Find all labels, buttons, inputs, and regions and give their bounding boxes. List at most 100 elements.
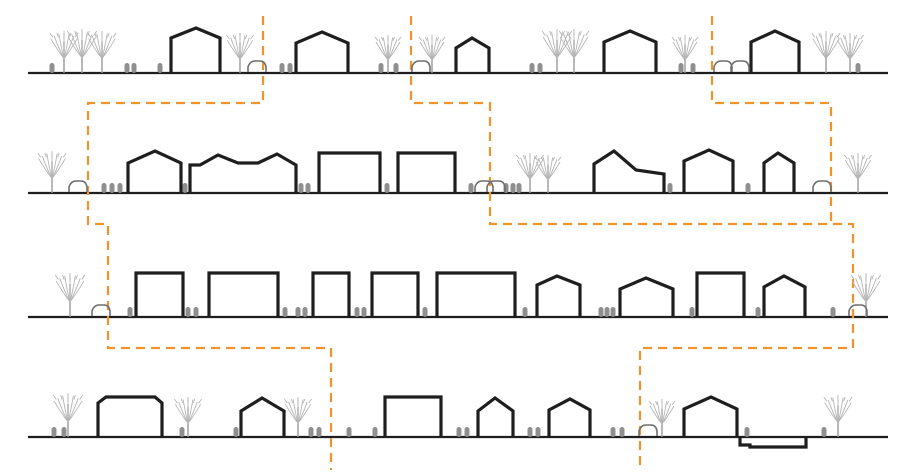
- building-profile: [383, 395, 443, 437]
- pedestrian-icon: [745, 183, 751, 193]
- building-profile: [476, 396, 515, 437]
- car-group: [68, 60, 868, 436]
- pedestrian-icon: [298, 183, 304, 193]
- pedestrian-icon: [61, 427, 67, 437]
- building-profile: [311, 271, 351, 317]
- car-icon: [411, 60, 431, 72]
- bare-tree-icon: [87, 31, 117, 73]
- building-profile: [454, 36, 491, 73]
- building-profile: [207, 271, 280, 317]
- pedestrian-icon: [535, 427, 541, 437]
- building-profile: [239, 396, 286, 437]
- pedestrian-icon: [354, 307, 360, 317]
- building-profile: [682, 395, 739, 437]
- pedestrian-icon: [305, 183, 311, 193]
- car-icon: [638, 424, 658, 436]
- bare-tree-icon: [671, 35, 699, 73]
- bare-tree-icon: [283, 397, 313, 437]
- pedestrian-icon: [124, 63, 130, 73]
- tree-group: [37, 29, 882, 437]
- boundary-line-group: [86, 16, 855, 470]
- pedestrian-icon: [393, 63, 399, 73]
- pedestrian-icon: [610, 427, 616, 437]
- building-profile: [396, 151, 457, 193]
- bare-tree-icon: [515, 153, 545, 193]
- pedestrian-icon: [689, 307, 695, 317]
- pedestrian-icon: [510, 183, 516, 193]
- car-icon: [91, 304, 111, 316]
- building-profile: [294, 30, 350, 73]
- building-profile: [762, 151, 796, 193]
- bare-tree-icon: [843, 153, 873, 193]
- pedestrian-icon: [233, 427, 239, 437]
- ground-lines: [28, 71, 888, 439]
- pedestrian-icon: [516, 183, 522, 193]
- pedestrian-icon: [537, 63, 543, 73]
- pedestrian-icon: [302, 307, 308, 317]
- bare-tree-icon: [174, 397, 202, 437]
- car-icon: [812, 180, 832, 192]
- building-profile: [134, 271, 185, 317]
- building-profile: [370, 271, 420, 317]
- building-profile: [695, 271, 746, 317]
- pedestrian-icon: [744, 427, 750, 437]
- car-icon: [730, 60, 750, 72]
- pedestrian-icon: [361, 307, 367, 317]
- car-icon: [486, 180, 506, 192]
- bare-tree-icon: [49, 31, 79, 73]
- bare-tree-icon: [835, 33, 865, 73]
- building-profile: [188, 152, 298, 193]
- pedestrian-icon: [282, 307, 288, 317]
- building-profile: [435, 271, 517, 317]
- pedestrian-icon: [619, 427, 625, 437]
- building-profile: [738, 437, 808, 449]
- bare-tree-icon: [648, 399, 676, 437]
- boundary-line: [86, 16, 333, 470]
- bare-tree-icon: [850, 273, 882, 317]
- pedestrian-icon: [127, 307, 133, 317]
- building-profile: [749, 29, 801, 73]
- bare-tree-icon: [558, 29, 590, 73]
- pedestrian-icon: [287, 63, 293, 73]
- pedestrian-icon: [346, 427, 352, 437]
- pedestrian-icon: [182, 183, 188, 193]
- building-profiles: [96, 26, 808, 449]
- bare-tree-icon: [374, 35, 402, 73]
- pedestrian-icon: [821, 427, 827, 437]
- pedestrian-icon: [830, 307, 836, 317]
- building-profile: [592, 149, 666, 193]
- pedestrian-icon: [527, 427, 533, 437]
- pedestrian-icon: [279, 63, 285, 73]
- pedestrian-icon: [193, 307, 199, 317]
- pedestrian-icon: [51, 427, 57, 437]
- bare-tree-icon: [52, 393, 84, 437]
- building-profile: [682, 148, 735, 193]
- pedestrian-icon: [755, 307, 761, 317]
- pedestrian-icon: [690, 63, 696, 73]
- people-group: [49, 63, 861, 437]
- pedestrian-icon: [456, 427, 462, 437]
- pedestrian-icon: [667, 183, 673, 193]
- car-icon: [247, 60, 267, 72]
- pedestrian-icon: [598, 307, 604, 317]
- pedestrian-icon: [316, 427, 322, 437]
- bare-tree-icon: [823, 395, 853, 437]
- building-profile: [126, 149, 183, 193]
- building-profile: [762, 274, 807, 317]
- boundary-line: [409, 16, 855, 470]
- bare-tree-icon: [418, 35, 446, 73]
- pedestrian-icon: [378, 63, 384, 73]
- car-icon: [848, 304, 868, 316]
- pedestrian-icon: [101, 183, 107, 193]
- pedestrian-icon: [308, 427, 314, 437]
- car-icon: [474, 180, 494, 192]
- bare-tree-icon: [534, 155, 562, 193]
- pedestrian-icon: [610, 307, 616, 317]
- pedestrian-icon: [157, 63, 163, 73]
- building-profile: [96, 395, 164, 437]
- building-profile: [169, 26, 222, 73]
- pedestrian-icon: [372, 427, 378, 437]
- pedestrian-icon: [384, 183, 390, 193]
- pedestrian-icon: [522, 307, 528, 317]
